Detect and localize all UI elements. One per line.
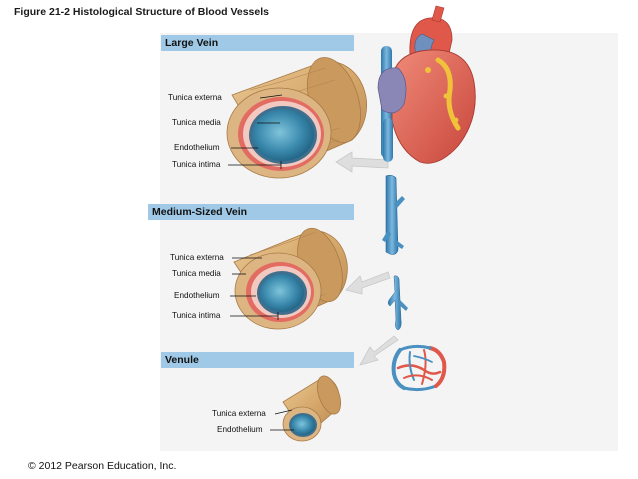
- venule-label-tunica-externa: Tunica externa: [212, 409, 266, 418]
- band-venule: Venule: [161, 352, 354, 368]
- medium-vein-illustration: [233, 227, 348, 330]
- medium-vein-label-tunica-intima: Tunica intima: [172, 311, 221, 320]
- figure-title: Figure 21-2 Histological Structure of Bl…: [14, 6, 269, 18]
- small-vein-illustration: [387, 275, 408, 331]
- large-vein-illustration: [226, 57, 367, 179]
- medium-vein-branch-illustration: [382, 175, 405, 255]
- band-large-vein: Large Vein: [161, 35, 354, 51]
- pointer-arrows: [335, 151, 399, 366]
- heart-illustration: [377, 5, 476, 164]
- large-vein-label-tunica-externa: Tunica externa: [168, 93, 222, 102]
- copyright-notice: © 2012 Pearson Education, Inc.: [28, 460, 177, 472]
- medium-vein-label-tunica-externa: Tunica externa: [170, 253, 224, 262]
- large-vein-label-endothelium: Endothelium: [174, 143, 220, 152]
- band-medium-vein: Medium-Sized Vein: [148, 204, 354, 220]
- large-vein-label-tunica-intima: Tunica intima: [172, 160, 221, 169]
- venule-illustration: [282, 375, 342, 442]
- leader-lines: [228, 94, 294, 431]
- venule-label-endothelium: Endothelium: [217, 425, 263, 434]
- large-vein-label-tunica-media: Tunica media: [172, 118, 221, 127]
- capillary-bed-illustration: [391, 344, 447, 392]
- medium-vein-label-tunica-media: Tunica media: [172, 269, 221, 278]
- medium-vein-label-endothelium: Endothelium: [174, 291, 220, 300]
